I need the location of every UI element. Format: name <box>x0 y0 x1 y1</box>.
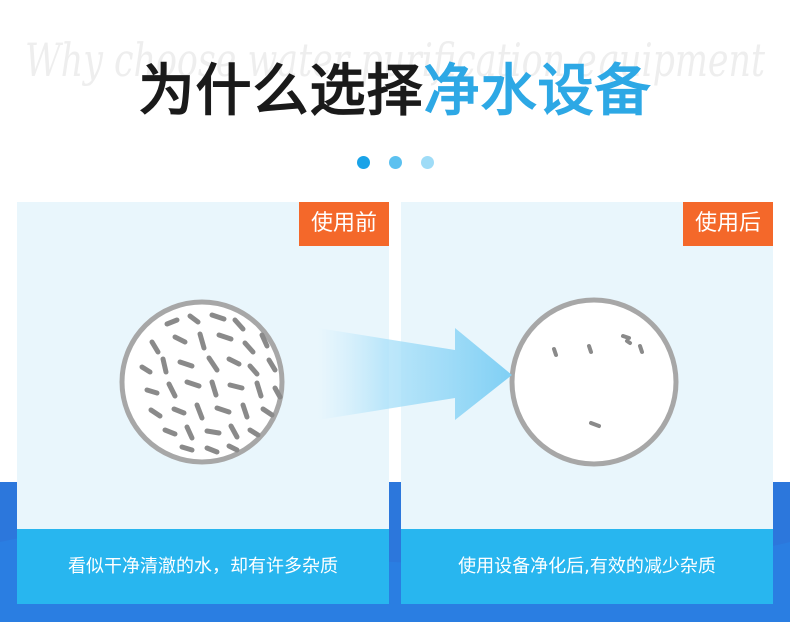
caption-after: 使用设备净化后,有效的减少杂质 <box>401 529 773 604</box>
water-sample-dirty <box>119 299 285 465</box>
title-part-black: 为什么选择 <box>138 59 424 124</box>
tag-before: 使用前 <box>298 202 389 246</box>
panel-after: 使用后 使用设备净化后,有效的减少杂质 <box>401 202 773 604</box>
title-part-blue: 净水设备 <box>423 59 652 124</box>
pagination-dots <box>0 156 790 170</box>
pagination-dot-2[interactable] <box>389 156 402 169</box>
pagination-dot-3[interactable] <box>421 156 434 169</box>
pagination-dot-1[interactable] <box>357 156 370 169</box>
watermark-text: Why choose water purification equipment <box>25 33 765 87</box>
tag-after: 使用后 <box>682 202 773 246</box>
water-sample-clean <box>509 297 679 467</box>
impurity-particles-many <box>139 312 283 455</box>
caption-before: 看似干净清澈的水，却有许多杂质 <box>17 529 389 604</box>
panel-before: 使用前 <box>17 202 389 604</box>
watermark-script: Why choose water purification equipment <box>25 33 765 87</box>
impurity-particles-few <box>552 334 644 428</box>
sample-circle-clean <box>509 297 679 467</box>
page-title: 为什么选择净水设备 <box>0 52 790 132</box>
sample-circle-dirty <box>119 299 285 465</box>
